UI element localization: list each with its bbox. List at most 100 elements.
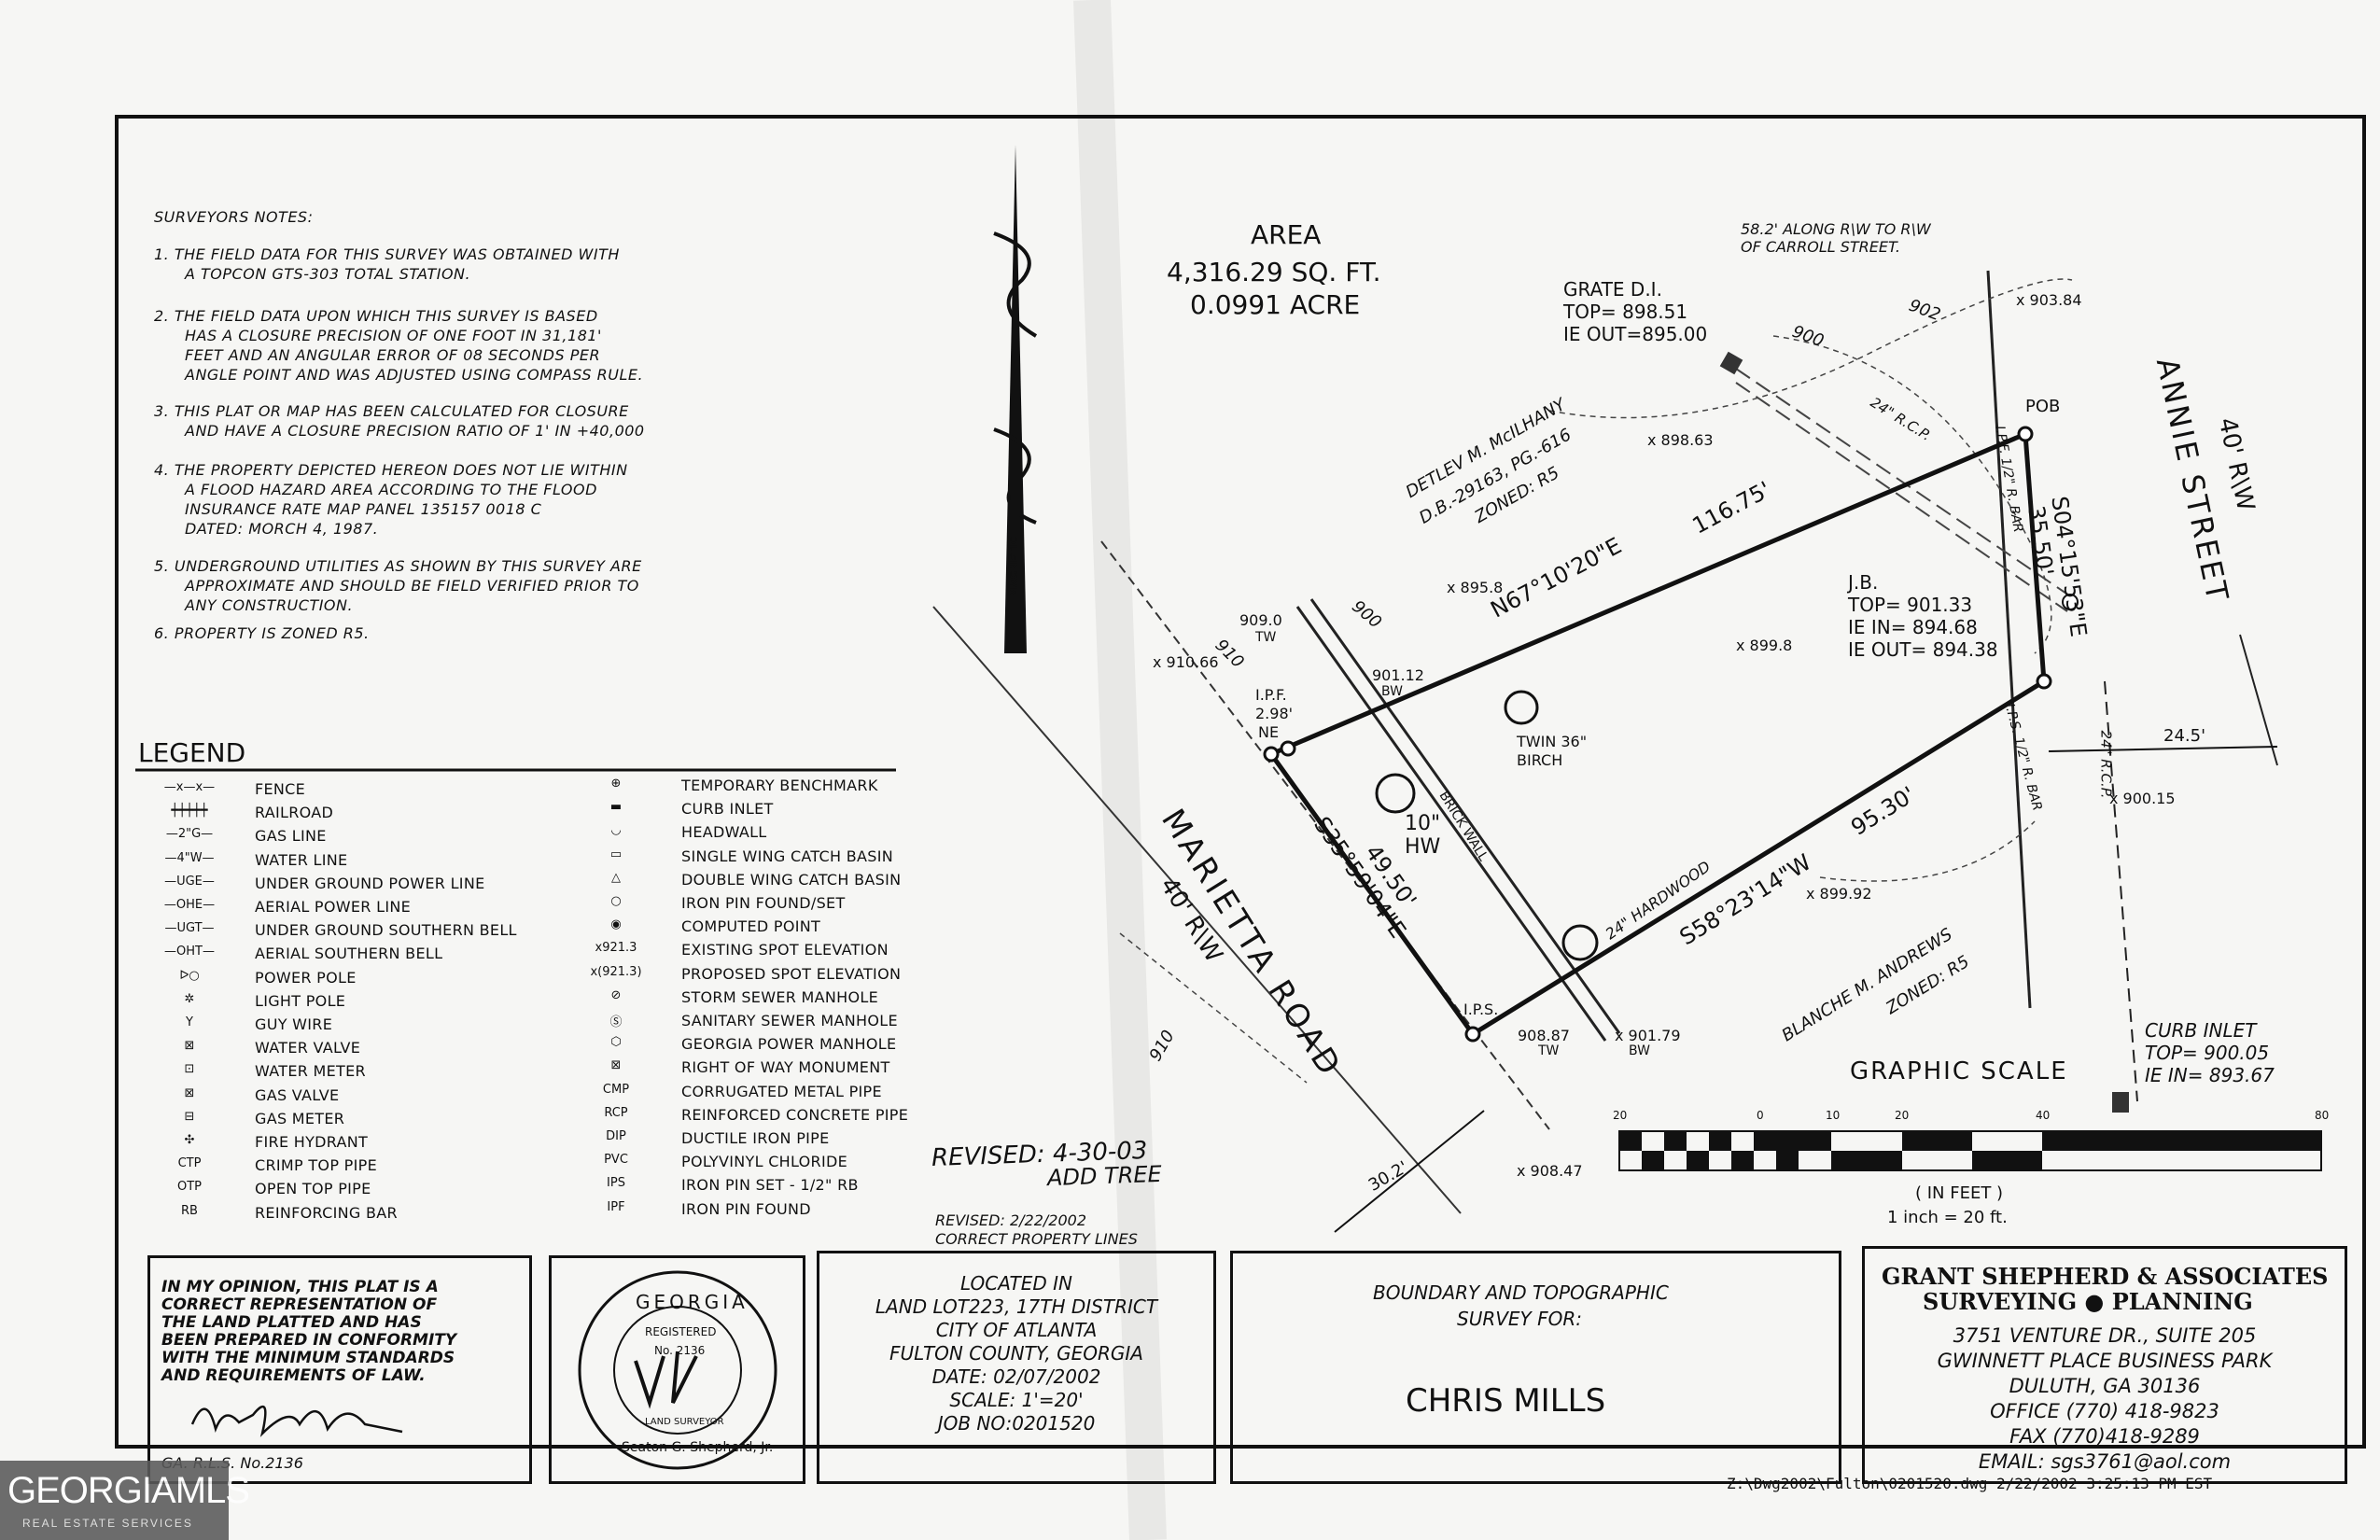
- bottom-of-wall-label: BW: [1381, 684, 1403, 699]
- text-line: DATE: 02/07/2002: [931, 1365, 1101, 1388]
- pob-label: POB: [2025, 397, 2061, 416]
- legend-symbol: CMP: [602, 1082, 630, 1097]
- text-line: THE LAND PLATTED AND HAS: [161, 1313, 422, 1332]
- text-line: CITY OF ATLANTA: [935, 1319, 1098, 1341]
- legend-symbol: ⊠: [184, 1039, 195, 1054]
- legend-symbol: DIP: [606, 1129, 626, 1143]
- text-line: OFFICE (770) 418-9823: [1990, 1400, 2219, 1422]
- legend-label: TEMPORARY BENCHMARK: [681, 777, 878, 794]
- note-line: A FLOOD HAZARD AREA ACCORDING TO THE FLO…: [185, 481, 597, 498]
- legend-symbol: ⊘: [610, 987, 622, 1002]
- area-title: AREA: [1251, 219, 1322, 250]
- iron-pin-direction: NE: [1258, 723, 1280, 741]
- legend-symbol: ✣: [184, 1133, 195, 1147]
- legend-symbol: ⬡: [610, 1035, 622, 1050]
- text-line: AND REQUIREMENTS OF LAW.: [161, 1366, 426, 1385]
- scale-tick: 40: [2036, 1109, 2051, 1122]
- scale-ratio: 1 inch = 20 ft.: [1887, 1208, 2008, 1227]
- legend-label: UNDER GROUND SOUTHERN BELL: [255, 921, 517, 940]
- note-line: 1. THE FIELD DATA FOR THIS SURVEY WAS OB…: [154, 245, 620, 263]
- legend-label: SANITARY SEWER MANHOLE: [681, 1012, 898, 1029]
- twin-birch-label: TWIN 36": [1517, 733, 1588, 750]
- legend-symbol: IPF: [607, 1199, 625, 1214]
- junction-box-ie-in: IE IN= 894.68: [1848, 616, 1978, 638]
- legend-label: UNDER GROUND POWER LINE: [255, 874, 485, 892]
- along-row-note: 58.2' ALONG R\W TO R\W: [1741, 220, 1931, 238]
- survey-type: BOUNDARY AND TOPOGRAPHIC: [1373, 1281, 1669, 1304]
- note-line: ANY CONSTRUCTION.: [185, 596, 354, 614]
- legend-symbol: ▭: [609, 847, 623, 861]
- spot-elevation: x 899.92: [1806, 885, 1872, 903]
- note-line: HAS A CLOSURE PRECISION OF ONE FOOT IN 3…: [185, 327, 602, 344]
- legend-label: STORM SEWER MANHOLE: [681, 987, 878, 1006]
- legend-label: GUY WIRE: [255, 1015, 333, 1033]
- legend-label: RIGHT OF WAY MONUMENT: [681, 1058, 890, 1077]
- legend-symbol: ◡: [610, 823, 622, 838]
- curb-inlet-label: CURB INLET: [2145, 1019, 2257, 1042]
- note-line: INSURANCE RATE MAP PANEL 135157 0018 C: [185, 500, 542, 518]
- legend-label: FENCE: [255, 780, 306, 798]
- legend-label: IRON PIN SET - 1/2" RB: [681, 1176, 859, 1195]
- seal-state: GEORGIA: [636, 1291, 749, 1313]
- seal-box: GEORGIA REGISTERED No. 2136 LAND SURVEYO…: [549, 1255, 805, 1484]
- text-line: BEEN PREPARED IN CONFORMITY: [161, 1331, 457, 1350]
- legend-symbol: x(921.3): [590, 964, 642, 979]
- curb-inlet-ie: IE IN= 893.67: [2145, 1064, 2275, 1086]
- client-box: BOUNDARY AND TOPOGRAPHIC SURVEY FOR: CHR…: [1230, 1251, 1841, 1484]
- legend-symbol: ᐅ○: [179, 968, 200, 983]
- legend-label: AERIAL SOUTHERN BELL: [255, 945, 443, 963]
- scale-unit: ( IN FEET ): [1915, 1183, 2004, 1203]
- text-line: FULTON COUNTY, GEORGIA: [889, 1342, 1143, 1365]
- spot-elevation: x 900.15: [2109, 790, 2176, 807]
- legend-symbol: ⊕: [610, 777, 622, 791]
- legend-label: CRIMP TOP PIPE: [255, 1156, 377, 1175]
- note-line: FEET AND AN ANGULAR ERROR OF 08 SECONDS …: [185, 346, 601, 364]
- spot-elevation: x 898.63: [1647, 431, 1714, 449]
- spot-elevation: x 908.47: [1517, 1162, 1583, 1180]
- seal-name: Seaton G. Shepherd, Jr.: [622, 1440, 774, 1455]
- spot-elevation: x 899.8: [1736, 637, 1793, 654]
- handwritten-revision-note: ADD TREE: [1046, 1160, 1163, 1192]
- legend-symbol: x921.3: [595, 941, 637, 956]
- note-line: ANGLE POINT AND WAS ADJUSTED USING COMPA…: [185, 366, 644, 384]
- legend-label: COMPUTED POINT: [681, 917, 821, 936]
- hardwood-size: 10": [1405, 812, 1441, 835]
- note-line: 4. THE PROPERTY DEPICTED HEREON DOES NOT…: [154, 461, 628, 479]
- scale-tick: 80: [2315, 1109, 2330, 1122]
- hardwood-tree-icon: [1561, 924, 1599, 961]
- legend-symbol: RCP: [604, 1105, 628, 1120]
- bottom-of-wall-elevation: x 901.79: [1615, 1027, 1681, 1044]
- sheet-border: [115, 115, 2366, 1449]
- top-of-wall-elevation: 909.0: [1239, 611, 1282, 629]
- legend-symbol: —OHT—: [164, 945, 215, 959]
- iron-pin-label: I.P.F.: [1255, 686, 1287, 704]
- note-line: 6. PROPERTY IS ZONED R5.: [154, 624, 370, 642]
- area-acre: 0.0991 ACRE: [1190, 289, 1361, 320]
- area-sqft: 4,316.29 SQ. FT.: [1167, 257, 1381, 287]
- legend-symbol: —4"W—: [164, 850, 215, 865]
- client-name: CHRIS MILLS: [1406, 1382, 1606, 1420]
- legend-label: RAILROAD: [255, 804, 334, 822]
- ips-label: I.P.S.: [1463, 1001, 1499, 1018]
- iron-pin-offset: 2.98': [1255, 705, 1294, 722]
- legend-label: POLYVINYL CHLORIDE: [681, 1153, 848, 1171]
- legend-symbol: PVC: [604, 1153, 628, 1168]
- legend-label: GEORGIA POWER MANHOLE: [681, 1035, 897, 1054]
- legend-symbol: ┿┿┿┿┿: [171, 804, 208, 819]
- legend-label: WATER LINE: [255, 850, 348, 869]
- bottom-of-wall-label: BW: [1629, 1043, 1650, 1058]
- spot-elevation: x 910.66: [1153, 653, 1219, 671]
- legend-label: REINFORCED CONCRETE PIPE: [681, 1105, 909, 1124]
- legend-symbol: ⊟: [184, 1109, 195, 1124]
- note-line: 2. THE FIELD DATA UPON WHICH THIS SURVEY…: [154, 307, 598, 325]
- firm-box: GRANT SHEPHERD & ASSOCIATES SURVEYING ● …: [1862, 1246, 2347, 1484]
- surveyor-seal: [578, 1270, 777, 1470]
- revision-date: REVISED: 2/22/2002: [935, 1211, 1086, 1229]
- watermark-brand: GEORGIAMLS: [7, 1470, 250, 1511]
- note-line: APPROXIMATE AND SHOULD BE FIELD VERIFIED…: [185, 577, 639, 595]
- grate-ie: IE OUT=895.00: [1563, 323, 1708, 345]
- firm-name: GRANT SHEPHERD & ASSOCIATES: [1882, 1263, 2329, 1290]
